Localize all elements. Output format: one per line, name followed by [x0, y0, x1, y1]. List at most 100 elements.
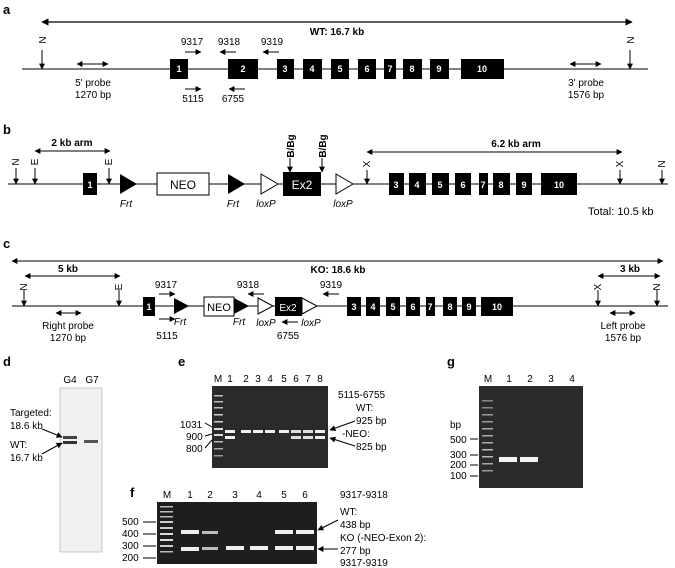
ko-3kb-label: 3 kb: [620, 264, 640, 275]
g-ladder-band: [482, 428, 493, 430]
wt-exon-8: [403, 59, 422, 79]
e-lane-label: 6: [293, 374, 299, 385]
primer-5115-label: 5115: [182, 94, 204, 105]
f-ladder-band: [160, 533, 173, 535]
loxp-label-1: loxP: [256, 199, 276, 210]
c-site-n-left-label: N: [19, 283, 30, 290]
panel-g: g M 1 2 3 4 bp 500 300 200 100: [447, 354, 583, 488]
e-wt-label: WT:: [356, 403, 373, 414]
c-exon-label: 8: [447, 302, 452, 312]
probe-3-size: 1576 bp: [568, 90, 605, 101]
d-wt-arrow: [41, 442, 63, 455]
arm-right-label: 6.2 kb arm: [491, 139, 541, 150]
wt-exon-7: [384, 59, 396, 79]
frt-site-2: [228, 174, 245, 194]
d-band-g4-wt: [63, 441, 77, 444]
e-marker-label: 900: [186, 432, 203, 443]
e-band: [315, 430, 325, 433]
loxp-label-2: loxP: [333, 199, 353, 210]
g-ladder-band: [482, 456, 493, 458]
wt-exon-9: [430, 59, 449, 79]
ko-length-title: KO: 18.6 kb: [310, 265, 365, 276]
panel-label-c: c: [3, 236, 10, 251]
b-exon-2-label: Ex2: [292, 178, 313, 192]
wt-exon-6: [358, 59, 376, 79]
primer-9319-label: 9319: [261, 37, 284, 48]
wt-exon-label: 8: [409, 64, 414, 74]
e-lane-label: 8: [317, 374, 323, 385]
b-exon-label: 6: [460, 180, 465, 190]
neo-cassette: [156, 172, 210, 196]
e-band: [303, 436, 313, 439]
wt-exon-label: 9: [436, 64, 441, 74]
wt-exon-3: [277, 59, 294, 79]
f-lane-label: 3: [232, 490, 238, 501]
wt-exon-5: [331, 59, 349, 79]
f-lane-label: 2: [207, 490, 213, 501]
g-band: [520, 457, 538, 462]
e-lane-label: 2: [243, 374, 249, 385]
e-ladder-band: [214, 421, 223, 423]
f-band: [275, 546, 293, 550]
b-exon-label: 9: [521, 180, 526, 190]
f-band: [250, 546, 268, 550]
f-primer-pair-bottom: 9317-9319: [340, 558, 388, 568]
c-exon-label: 10: [492, 302, 502, 312]
d-band-g7-wt: [84, 440, 98, 443]
b-site-x-left-label: X: [362, 160, 373, 167]
panel-label-b: b: [3, 122, 11, 137]
f-band: [181, 530, 199, 534]
frt-label-1: Frt: [120, 199, 133, 210]
c-exon-label: 4: [370, 302, 375, 312]
g-lane-label: M: [484, 374, 492, 385]
b-exon-1-label: 1: [87, 180, 92, 190]
g-ladder-band: [482, 421, 493, 423]
c-exon-label: 7: [427, 302, 432, 312]
wt-exon-1: [170, 59, 188, 79]
wt-exon-label: 1: [176, 64, 181, 74]
c-site-e-label: E: [114, 283, 125, 290]
left-probe-name: Left probe: [600, 321, 645, 332]
c-exon-2-label: Ex2: [279, 303, 297, 314]
e-ladder: [214, 395, 223, 457]
panel-label-d: d: [3, 354, 11, 369]
b-exon-label: 4: [414, 180, 419, 190]
b-site-n-right-label: N: [657, 160, 668, 167]
wt-exon-label: 10: [477, 64, 487, 74]
e-neo-arrow: [329, 436, 356, 447]
b-site-e-left-label: E: [30, 158, 41, 165]
c-loxp-label-1: loxP: [256, 318, 276, 329]
right-probe-size: 1270 bp: [50, 333, 87, 344]
southern-blot: [59, 387, 103, 553]
right-probe-name: Right probe: [42, 321, 94, 332]
f-ladder-band: [160, 516, 173, 518]
e-neo-size: 825 bp: [356, 442, 387, 453]
loxp-site-2: [335, 173, 354, 195]
f-lane-label: M: [163, 490, 171, 501]
b-exon-7: [479, 173, 488, 195]
b-exons-right: 3 4 5 6 7 8 9 10: [389, 173, 577, 195]
panel-e: e M 1 2 3 4 5 6 7 8: [178, 354, 387, 468]
e-marker-tick: [204, 422, 213, 428]
e-lane-label: 3: [255, 374, 261, 385]
g-marker-label: 100: [450, 471, 467, 482]
g-ladder-band: [482, 400, 493, 402]
c-frt-label-2: Frt: [233, 317, 246, 328]
e-lane-label: 7: [305, 374, 311, 385]
e-marker-label: 1031: [180, 420, 203, 431]
wt-exon-4: [303, 59, 322, 79]
e-band: [265, 430, 275, 433]
e-neo-label: -NEO:: [342, 429, 370, 440]
panel-label-a: a: [3, 2, 11, 17]
e-marker-tick: [204, 439, 213, 449]
c-exon-10: [481, 297, 513, 316]
c-exon-4: [366, 297, 380, 316]
f-ladder-band: [160, 551, 173, 553]
f-band: [202, 547, 218, 550]
b-exon-label: 5: [437, 180, 442, 190]
d-targeted-size: 18.6 kb: [10, 421, 43, 432]
e-ladder-band: [214, 455, 223, 457]
d-band-g4-targeted: [63, 436, 77, 439]
d-targeted-label: Targeted:: [10, 408, 52, 419]
e-ladder-band: [214, 448, 223, 450]
